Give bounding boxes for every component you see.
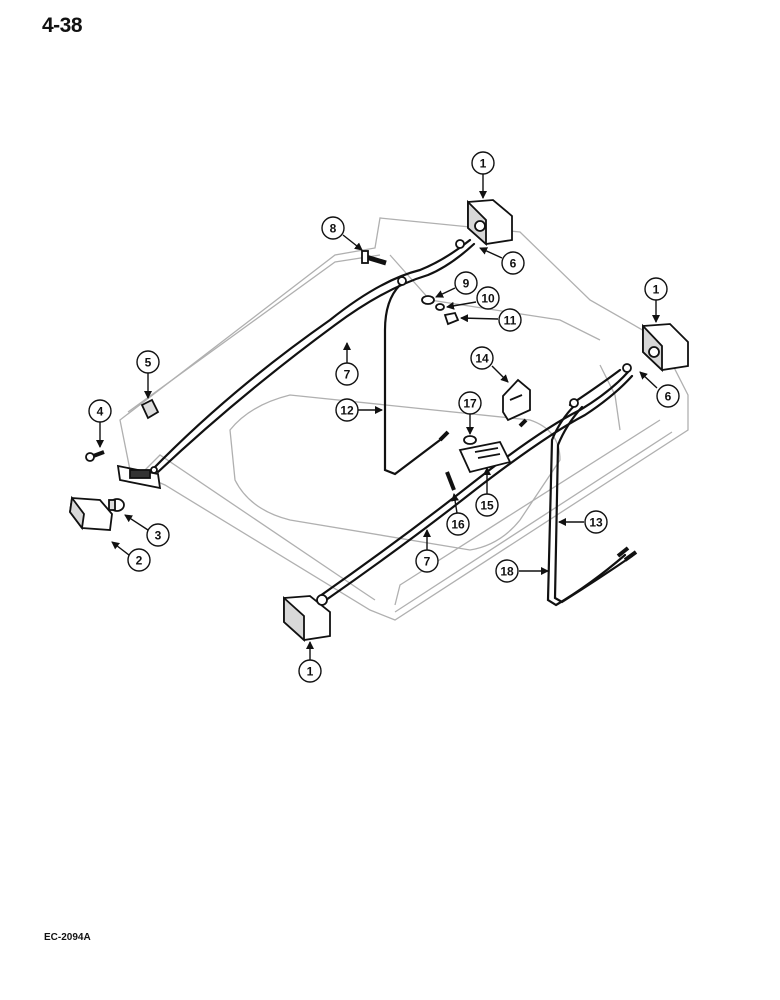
bulb	[108, 498, 125, 512]
callout-6-top: 6	[510, 257, 517, 271]
callout-9: 9	[463, 277, 470, 291]
callout-2: 2	[136, 554, 143, 568]
callouts: 1 1 1 2 3 4 5 6 6 7	[88, 151, 680, 683]
callout-7-upper: 7	[344, 368, 351, 382]
callout-6-right: 6	[665, 390, 672, 404]
bolt-8	[361, 250, 387, 266]
lamp-top	[467, 199, 513, 247]
callout-7-lower: 7	[424, 555, 431, 569]
nut-11	[443, 311, 460, 326]
callout-17: 17	[463, 397, 477, 411]
callout-13: 13	[589, 516, 603, 530]
callout-14: 14	[475, 352, 489, 366]
callout-5: 5	[145, 356, 152, 370]
callout-16: 16	[451, 518, 465, 532]
washer-9	[421, 295, 435, 305]
lock-washer-10	[435, 303, 445, 311]
components	[69, 199, 689, 643]
callout-1-top: 1	[480, 157, 487, 171]
lamp-bottom	[283, 594, 331, 643]
callout-3: 3	[155, 529, 162, 543]
callout-1-bottom: 1	[307, 665, 314, 679]
lens	[69, 495, 113, 531]
figure-code: EC-2094A	[44, 932, 91, 943]
callout-15: 15	[480, 499, 494, 513]
page-number: 4-38	[42, 14, 83, 37]
lamp-right	[642, 323, 689, 373]
callout-12: 12	[340, 404, 354, 418]
lamp-left-base	[116, 464, 162, 490]
screw-4	[85, 450, 105, 462]
bracket-14	[502, 378, 531, 422]
callout-11: 11	[504, 314, 517, 328]
clip-5	[140, 398, 160, 420]
callout-1-right: 1	[653, 283, 660, 297]
nut-17	[463, 435, 477, 445]
callout-4: 4	[97, 405, 104, 419]
wire-harness	[150, 238, 634, 607]
callout-8: 8	[330, 222, 337, 236]
callout-10: 10	[481, 292, 495, 306]
callout-18: 18	[500, 565, 514, 579]
screw-16	[445, 471, 456, 491]
plate-15	[458, 440, 512, 474]
